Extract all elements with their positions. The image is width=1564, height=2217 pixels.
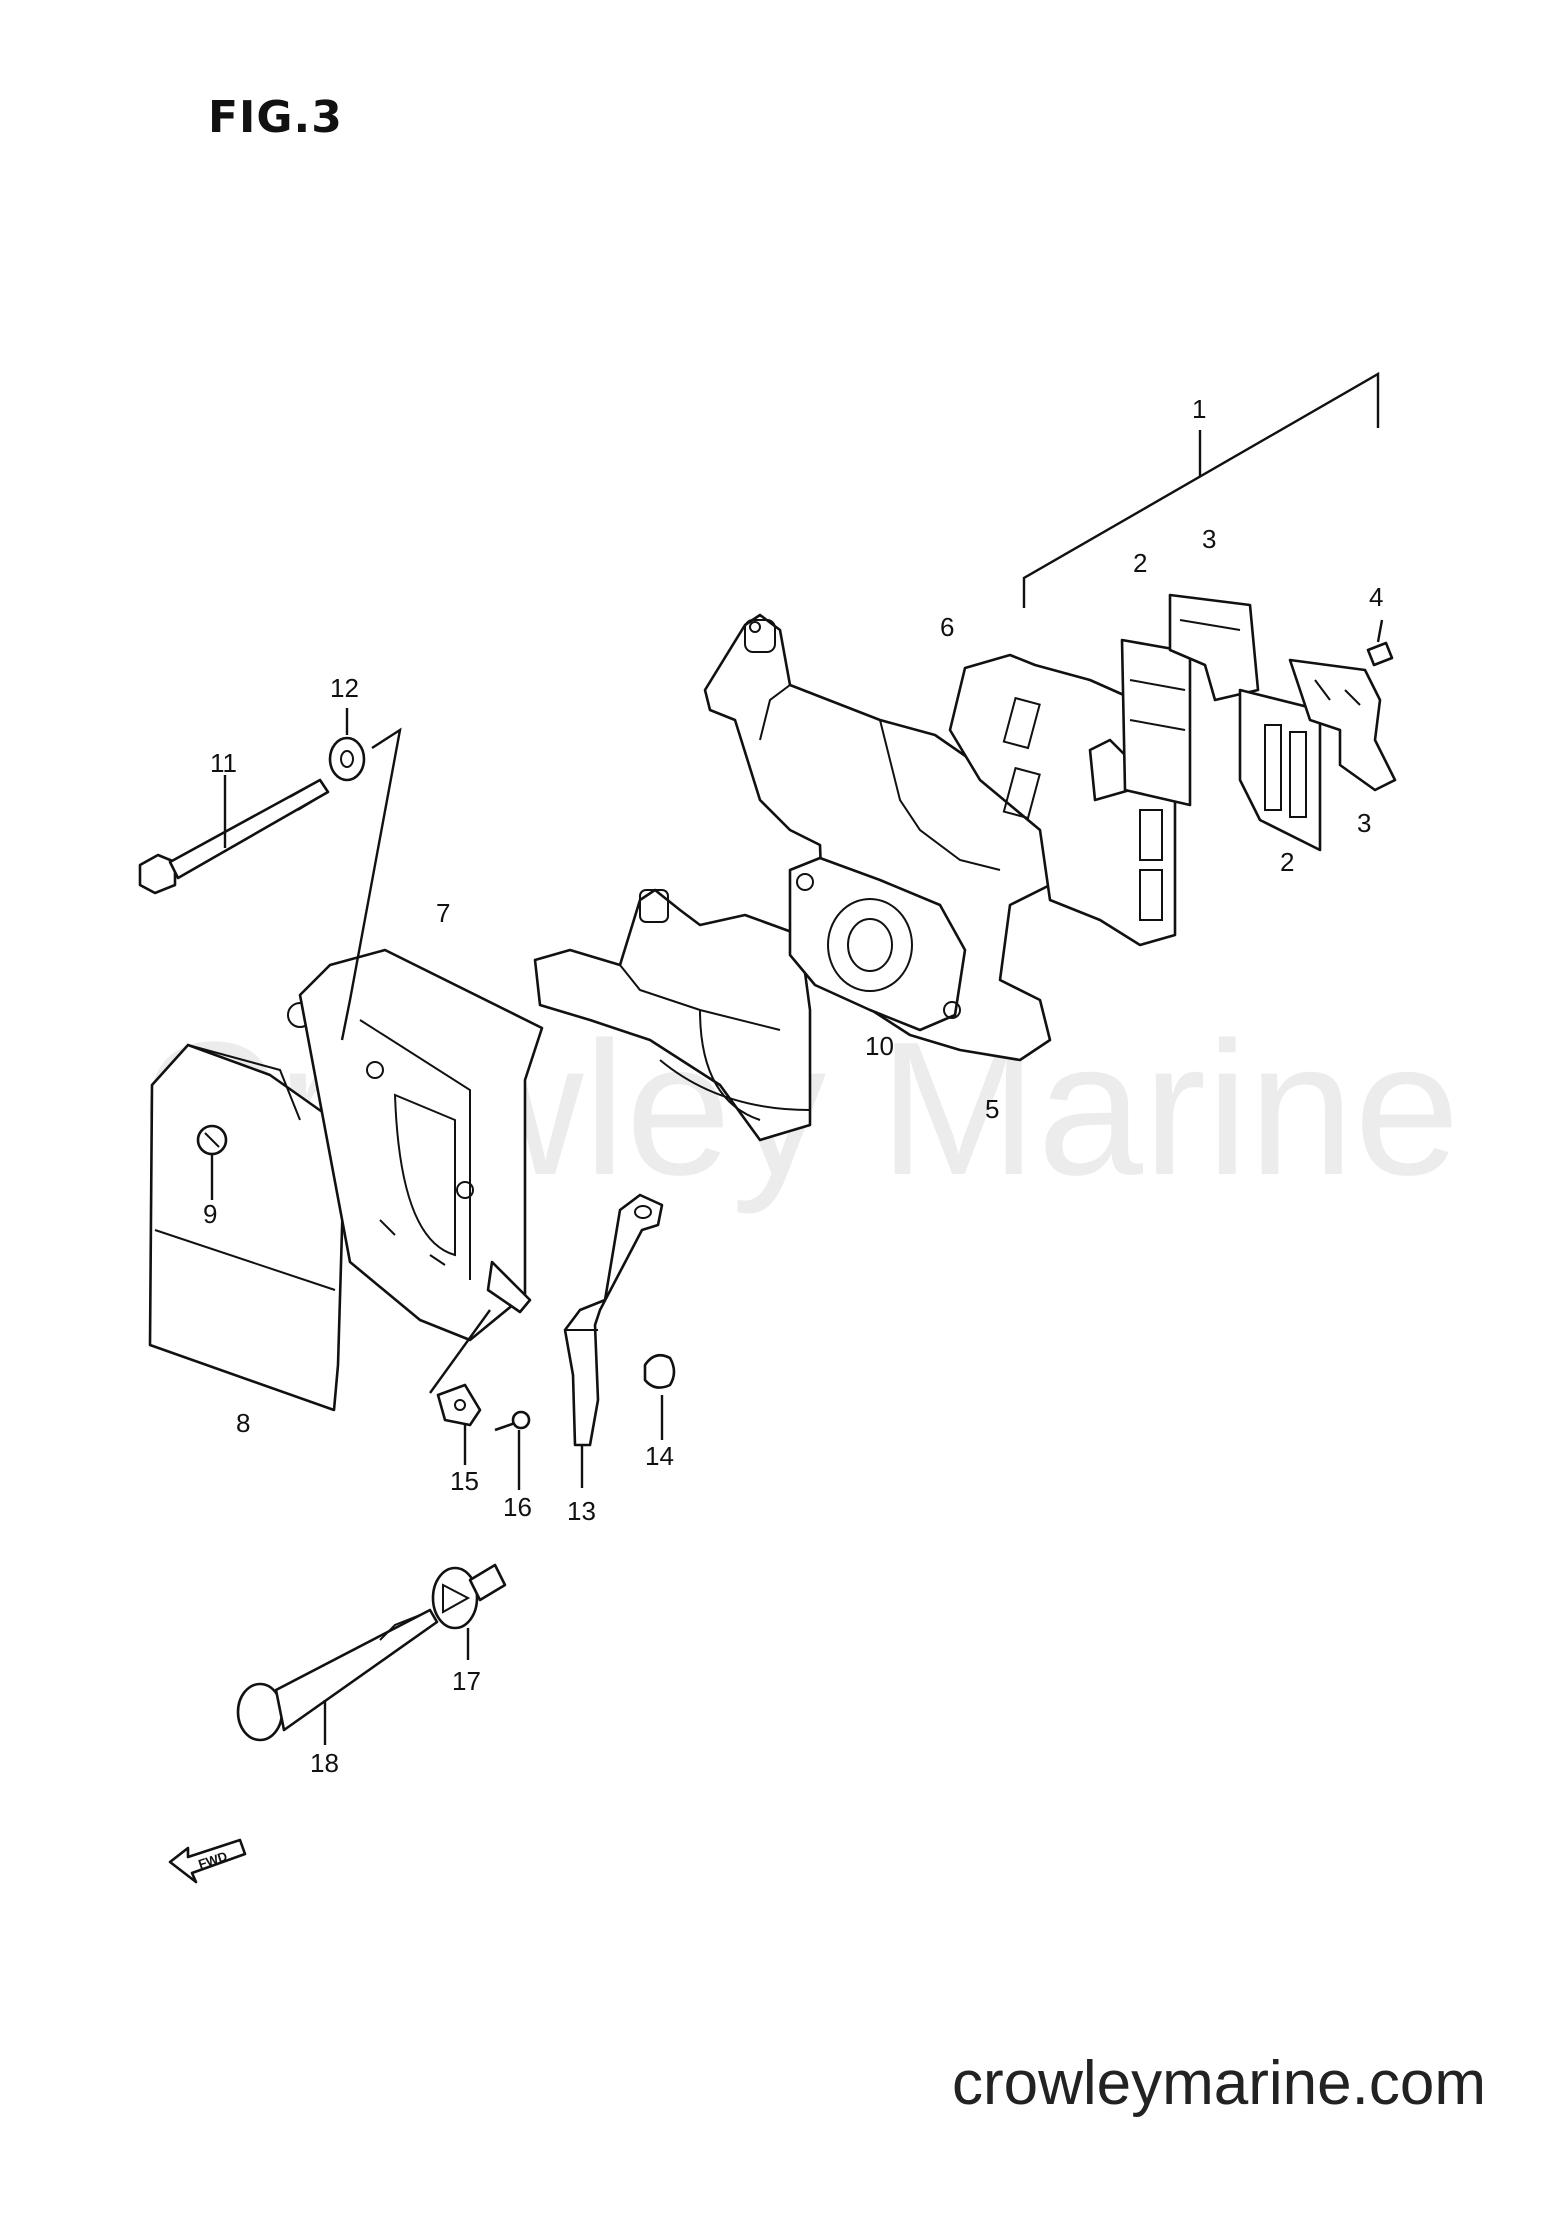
- callout-3-lower: 3: [1357, 808, 1371, 838]
- callout-2-upper: 2: [1133, 548, 1147, 578]
- part-2-reed-right: [1238, 688, 1322, 852]
- website-url: crowleymarine.com: [951, 2049, 1486, 2118]
- part-4-screw: [1366, 619, 1394, 667]
- callout-9: 9: [203, 1199, 217, 1229]
- part-7-silencer-case: [298, 948, 544, 1342]
- part-11-bolt: [138, 775, 330, 895]
- callout-5: 5: [985, 1094, 999, 1124]
- callout-6: 6: [940, 612, 954, 642]
- part-12-washer: [328, 708, 402, 1041]
- callout-13: 13: [567, 1496, 596, 1526]
- callout-2-lower: 2: [1280, 847, 1294, 877]
- callout-16: 16: [503, 1492, 532, 1522]
- fwd-arrow-icon: FWD: [168, 1838, 247, 1884]
- part-reed-valve-plate: [948, 653, 1177, 947]
- figure-title: FIG.3: [208, 92, 343, 143]
- part-3-stopper-left: [1168, 593, 1260, 702]
- callout-15: 15: [450, 1466, 479, 1496]
- callout-12: 12: [330, 673, 359, 703]
- part-5-gasket: [788, 856, 967, 1032]
- part-3-stopper-right: [1288, 658, 1397, 792]
- part-2-reed-left: [1120, 638, 1192, 807]
- callout-11: 11: [210, 748, 237, 778]
- callout-17: 17: [452, 1666, 481, 1696]
- assembly-bracket-1: [1022, 371, 1380, 608]
- part-14-clip: [643, 1353, 676, 1440]
- callout-10: 10: [865, 1031, 894, 1061]
- part-18-knob: [236, 1608, 439, 1745]
- part-13-lever: [563, 1193, 664, 1488]
- callout-14: 14: [645, 1441, 674, 1471]
- part-9-screw: [196, 1124, 228, 1200]
- callout-8: 8: [236, 1408, 250, 1438]
- part-10-carburetor: [533, 888, 812, 1142]
- callout-18: 18: [310, 1748, 339, 1778]
- callout-1: 1: [1192, 394, 1206, 424]
- callout-7: 7: [436, 898, 450, 928]
- part-15-link: [429, 1309, 491, 1465]
- callout-3-upper: 3: [1202, 524, 1216, 554]
- part-6-intake-manifold: [703, 613, 1062, 1062]
- part-16-screw: [494, 1410, 531, 1490]
- part-17-grommet: [431, 1563, 507, 1660]
- callout-4: 4: [1369, 582, 1383, 612]
